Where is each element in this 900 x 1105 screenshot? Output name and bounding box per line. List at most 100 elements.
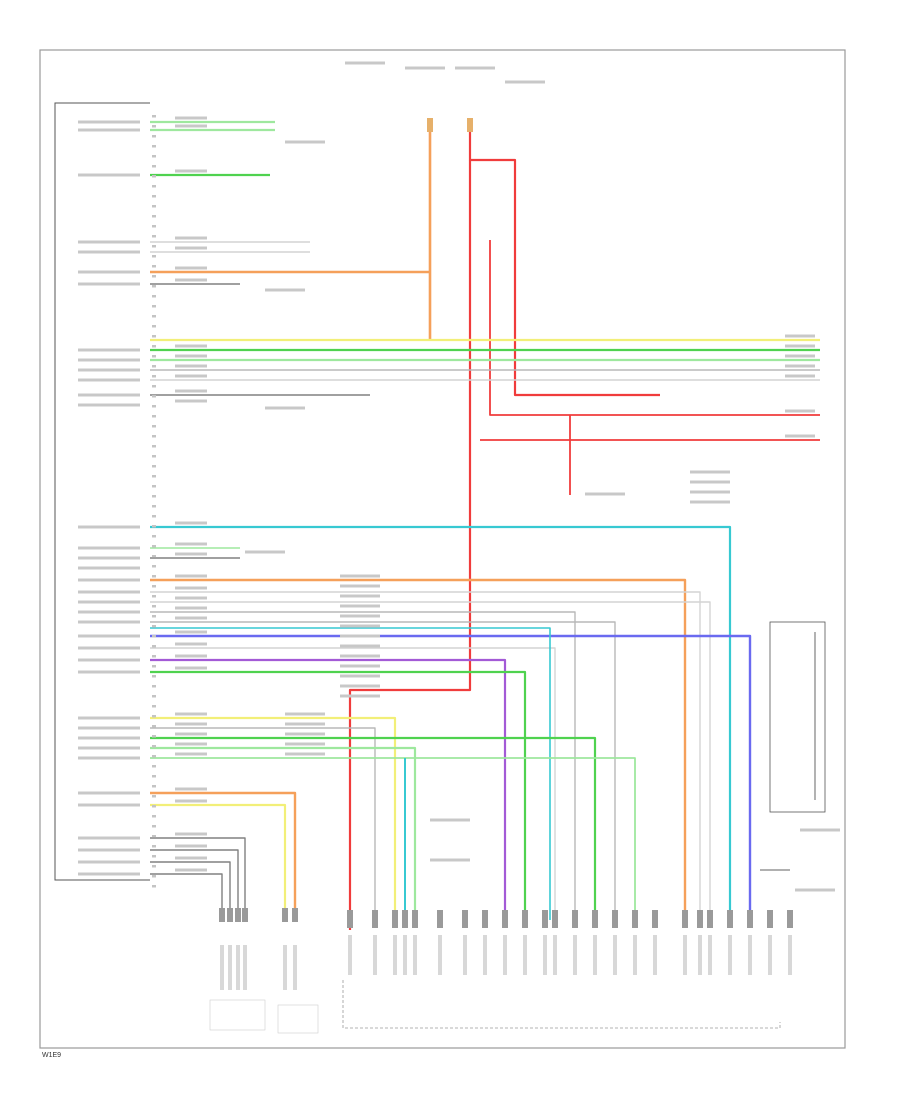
pin-label-6 (78, 282, 140, 286)
wire-tag-29 (175, 752, 207, 756)
wire-tag-22 (175, 642, 207, 646)
connector-pin-23 (787, 910, 793, 928)
wire-green-long (150, 670, 527, 920)
pin-function-label-1 (373, 935, 377, 975)
wire-tag-10 (175, 374, 207, 378)
pin-label-19 (78, 600, 140, 604)
pin-number (152, 685, 156, 688)
pin-number (152, 205, 156, 208)
pin-label-12 (78, 403, 140, 407)
mid-tag-10 (340, 674, 380, 678)
pin-number (152, 465, 156, 468)
pin-function-label-10 (543, 935, 547, 975)
connector-bracket (342, 980, 781, 1029)
connector-pin-2 (392, 910, 398, 928)
wire-lg-3 (150, 647, 556, 920)
wire-tag-23 (175, 654, 207, 658)
bus-tag-3 (785, 364, 815, 368)
amp-pin-3 (242, 908, 248, 922)
pin-label-4 (78, 250, 140, 254)
connector-pin-3 (402, 910, 408, 928)
connector-pin-21 (747, 910, 753, 928)
wire-red-down (348, 160, 472, 930)
wire-cyan-2 (150, 627, 551, 920)
pin-number (152, 545, 156, 548)
amp-pin-0 (219, 908, 225, 922)
bus-tag-2 (785, 354, 815, 358)
mid-tag-9 (340, 664, 380, 668)
wire-tag-33 (175, 844, 207, 848)
wire-tag-15 (175, 552, 207, 556)
note-7 (690, 470, 730, 474)
pin-label-10 (78, 378, 140, 382)
wire-lower-green (150, 736, 597, 920)
pin-function-label-16 (653, 935, 657, 975)
wire-tag-34 (175, 856, 207, 860)
pin-number (152, 395, 156, 398)
pin-label-15 (78, 556, 140, 560)
mid-tag-5 (340, 624, 380, 628)
pin-number (152, 665, 156, 668)
pin-number (152, 285, 156, 288)
connector-pin-13 (592, 910, 598, 928)
mid-tag-7 (340, 644, 380, 648)
pin-number (152, 225, 156, 228)
wire-tag-1 (175, 124, 207, 128)
wire-purple (150, 658, 507, 920)
note-8 (690, 480, 730, 484)
pin-label-22 (78, 634, 140, 638)
wire-gray-2 (150, 621, 616, 920)
pin-label-7 (78, 348, 140, 352)
wire-tag-3 (175, 236, 207, 240)
connector-pin-5 (437, 910, 443, 928)
pin-number (152, 695, 156, 698)
bus-tag-0 (785, 334, 815, 338)
note-2 (265, 406, 305, 410)
pin-number (152, 515, 156, 518)
pin-number (152, 775, 156, 778)
component-switch (277, 1004, 319, 1034)
pin-label-32 (78, 803, 140, 807)
pin-number (152, 135, 156, 138)
note-15 (800, 828, 840, 832)
lower-tag-0 (285, 712, 325, 716)
wire-tag-2 (175, 169, 207, 173)
pin-number (152, 155, 156, 158)
pin-number (152, 245, 156, 248)
pin-number (152, 275, 156, 278)
pin-number (152, 435, 156, 438)
pin-function-label-11 (553, 935, 557, 975)
pin-number (152, 595, 156, 598)
wire-tag-5 (175, 266, 207, 270)
connector-pin-10 (542, 910, 548, 928)
pin-label-25 (78, 670, 140, 674)
note-9 (690, 490, 730, 494)
note-16 (795, 888, 835, 892)
pin-label-31 (78, 791, 140, 795)
pin-label-0 (78, 120, 140, 124)
amp-pin-4 (282, 908, 288, 922)
mid-tag-2 (340, 594, 380, 598)
wire-bl-orange (150, 791, 297, 910)
pin-label-23 (78, 646, 140, 650)
pin-label-2 (78, 173, 140, 177)
pin-number (152, 645, 156, 648)
pin-label-8 (78, 358, 140, 362)
amp-pin-2 (235, 908, 241, 922)
pin-function-label-7 (483, 935, 487, 975)
connector-pin-22 (767, 910, 773, 928)
pin-number (152, 415, 156, 418)
connector-pin-6 (462, 910, 468, 928)
wire-tag-0 (175, 116, 207, 120)
pin-label-36 (78, 872, 140, 876)
connector-pin-16 (652, 910, 658, 928)
pin-number (152, 525, 156, 528)
pin-label-30 (78, 756, 140, 760)
pin-label-24 (78, 658, 140, 662)
diagram-frame (39, 49, 846, 1049)
amp-pin-5 (292, 908, 298, 922)
pin-number (152, 325, 156, 328)
pin-number (152, 705, 156, 708)
pin-label-28 (78, 736, 140, 740)
